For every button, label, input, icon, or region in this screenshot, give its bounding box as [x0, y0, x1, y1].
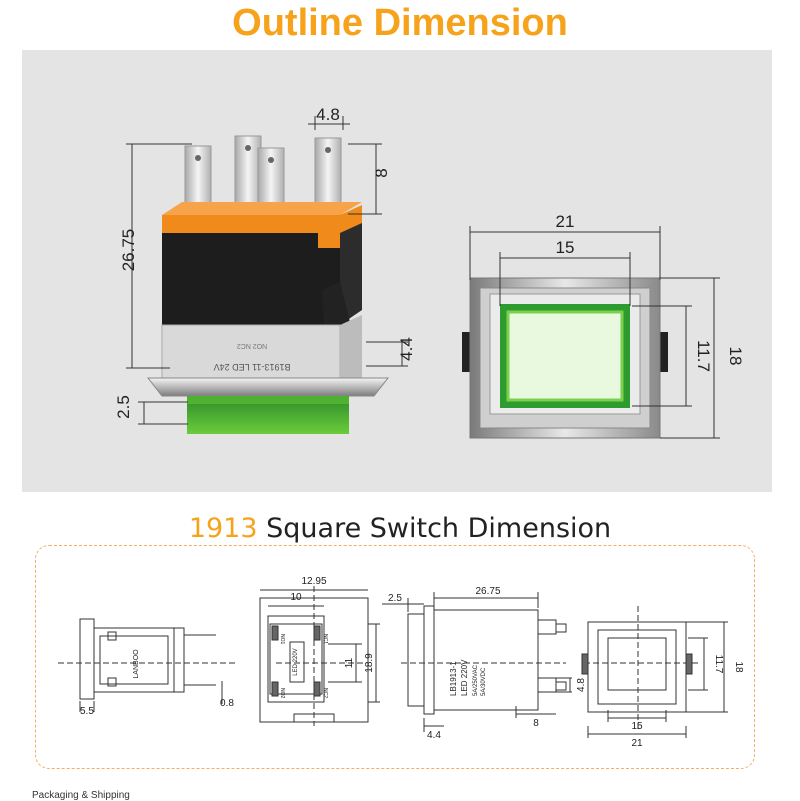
side2-text-led: LED 220V [460, 659, 469, 696]
dim-back-height: 18.9 [364, 653, 375, 673]
dim-lens-depth: 2.5 [114, 395, 133, 419]
dim-side2-flange: 2.5 [388, 593, 402, 604]
drawing-side-view-1 [58, 618, 236, 712]
side-dimension-lines [126, 116, 408, 425]
front-dimension-lines [469, 226, 720, 439]
back-led-label: LED 220V [293, 648, 299, 675]
switch-side-view: B1913-11 LED 24V NO2 NC2 [146, 135, 390, 434]
drawing-front-view [581, 606, 728, 738]
dim-front-width: 21 [556, 212, 575, 231]
pin-label-no1: NO1 [279, 634, 285, 645]
page-title: Outline Dimension [232, 2, 568, 44]
dim-back-inner-height: 11 [344, 657, 355, 668]
technical-drawing-panel: LANBOO 5.5 0.8 12.95 10 11 18.9 LED 220V… [35, 545, 755, 769]
pin-label-nc1: NC1 [322, 634, 328, 644]
dim-side2-bottom: 4.4 [427, 730, 441, 741]
drawing-back-view [259, 586, 380, 726]
pin-label-no2: NO2 [279, 688, 285, 699]
side2-text-model: LB1913-1 [449, 661, 458, 696]
dim-back-width-outer: 12.95 [301, 576, 326, 587]
dim-side-panel: 5.5 [80, 706, 94, 717]
dim-front-width-drawing: 21 [631, 738, 643, 749]
dim-front-height-drawing: 18 [733, 661, 744, 673]
dim-side2-pin-height: 4.8 [576, 678, 587, 692]
dim-back-width-inner: 10 [290, 592, 302, 603]
side2-text-rating-dc: 5A/30VDC [481, 667, 487, 696]
dim-bottom-gap: 4.4 [397, 337, 416, 361]
dim-body-height: 26.75 [119, 229, 138, 272]
dim-front-lens-width: 15 [631, 721, 643, 732]
dim-side2-length: 26.75 [475, 586, 500, 597]
dim-terminal-height: 8 [372, 168, 391, 177]
housing-print-contacts: NO2 NC2 [237, 342, 267, 349]
housing-print-model: B1913-11 LED 24V [214, 362, 291, 372]
pin-label-nc2: NC2 [322, 688, 328, 698]
dim-terminal-width: 4.8 [316, 105, 340, 124]
side2-text-rating-ac: 5A/250VAC [473, 664, 479, 696]
technical-drawing: LANBOO 5.5 0.8 12.95 10 11 18.9 LED 220V… [58, 576, 744, 749]
subtitle-text: Square Switch Dimension [266, 513, 612, 544]
switch-front-view [462, 277, 668, 439]
section-subtitle: 1913 Square Switch Dimension [0, 513, 800, 544]
subtitle-model-number: 1913 [188, 513, 258, 544]
product-photo-panel: B1913-11 LED 24V NO2 NC2 26.75 4.8 8 4.4… [22, 50, 772, 492]
dim-side-pin: 0.8 [220, 698, 234, 709]
drawing-side-view-2 [382, 592, 572, 732]
dim-side2-pin-length: 8 [533, 718, 539, 729]
drawing-brand-label: LANBOO [133, 649, 140, 679]
dim-lens-width: 15 [556, 238, 575, 257]
product-photo-illustration: B1913-11 LED 24V NO2 NC2 26.75 4.8 8 4.4… [114, 105, 745, 439]
footer-heading: Packaging & Shipping [32, 790, 130, 801]
dim-lens-height: 11.7 [694, 340, 713, 372]
dim-front-lens-height: 11.7 [713, 655, 724, 674]
dim-front-height: 18 [726, 347, 745, 366]
